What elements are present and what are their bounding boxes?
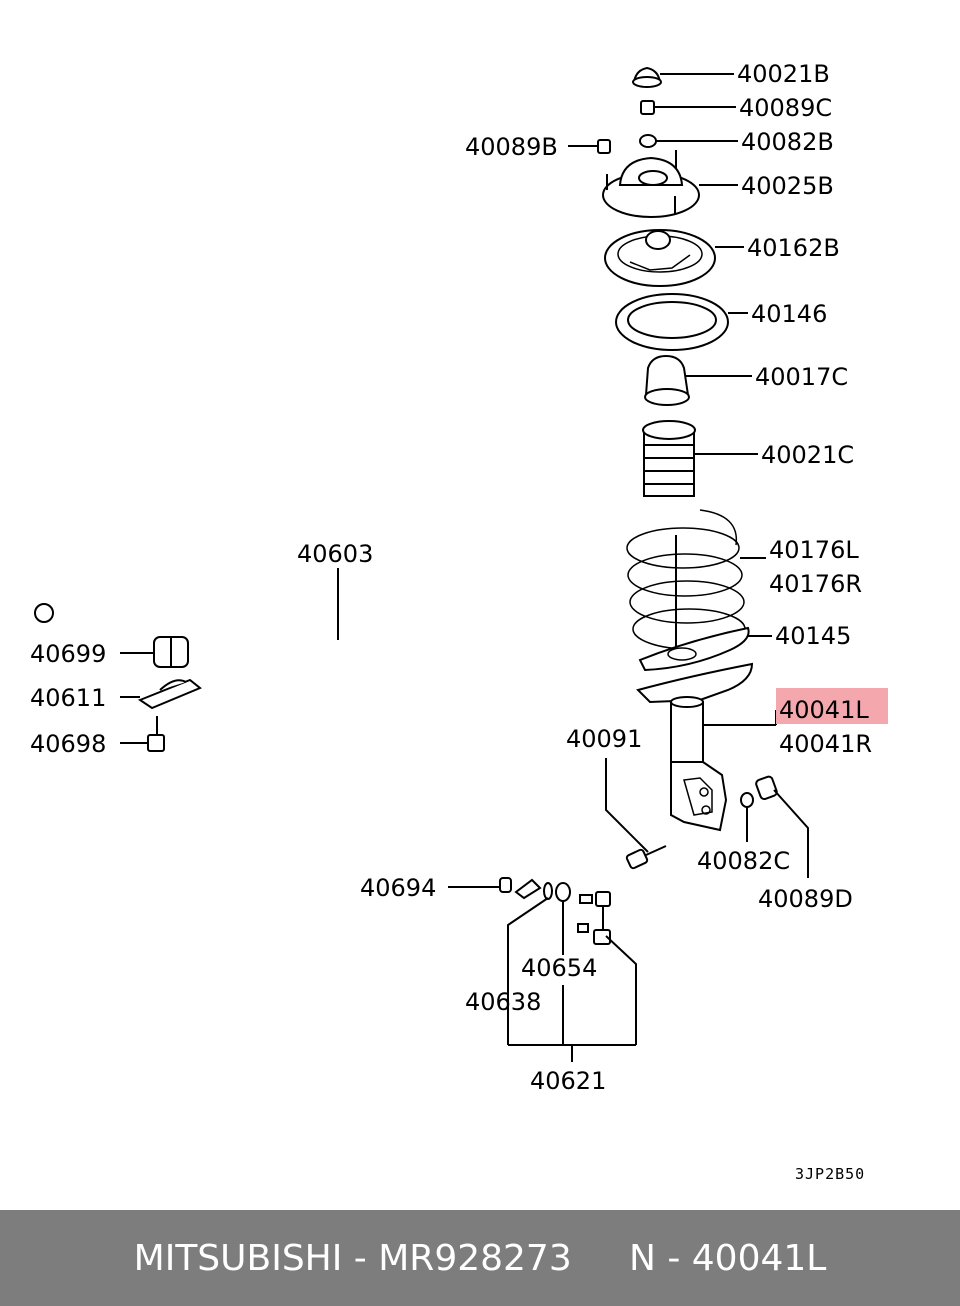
bracket-part: [137, 678, 202, 710]
label-40654: 40654: [521, 954, 597, 982]
label-40025B: 40025B: [741, 172, 834, 200]
footer-part-info: MITSUBISHI - MR928273 N - 40041L: [133, 1237, 827, 1279]
washer-part: [740, 792, 754, 808]
label-40021C: 40021C: [761, 441, 854, 469]
label-40041L: 40041L: [779, 696, 869, 724]
label-40021B: 40021B: [737, 60, 830, 88]
dust-boot-part: [642, 420, 696, 497]
label-40698: 40698: [30, 730, 106, 758]
bearing-ring-part: [615, 293, 729, 351]
strut-assembly-part: [636, 662, 754, 832]
highlight-box: [776, 688, 888, 724]
washer-part: [639, 134, 657, 148]
label-40017C: 40017C: [755, 363, 848, 391]
label-40699: 40699: [30, 640, 106, 668]
bushing-part: [153, 636, 189, 668]
label-40082B: 40082B: [741, 128, 834, 156]
label-40162B: 40162B: [747, 234, 840, 262]
label-40638: 40638: [465, 988, 541, 1016]
label-40041R: 40041R: [779, 730, 872, 758]
footer-bar: MITSUBISHI - MR928273 N - 40041L: [0, 1210, 960, 1306]
nut-part: [640, 100, 655, 115]
label-40694: 40694: [360, 874, 436, 902]
bolt-part: [147, 716, 165, 752]
label-40611: 40611: [30, 684, 106, 712]
bolt-part: [625, 845, 667, 870]
label-40089C: 40089C: [739, 94, 832, 122]
label-40176R: 40176R: [769, 570, 862, 598]
coil-spring-part: [626, 509, 746, 650]
lower-spring-seat-part: [638, 626, 750, 672]
nut-part: [597, 139, 611, 154]
label-40091: 40091: [566, 725, 642, 753]
stabilizer-bar-part: [34, 551, 539, 891]
stopper-part: [499, 877, 512, 893]
parts-diagram: 40021B 40089C 40082B 40089B 40025B 40162…: [30, 60, 888, 1183]
label-40145: 40145: [775, 622, 851, 650]
label-40089B: 40089B: [465, 133, 558, 161]
drawing-code: 3JP2B50: [795, 1165, 865, 1183]
bump-stop-part: [644, 354, 690, 406]
label-40089D: 40089D: [758, 885, 853, 913]
dust-cap-part: [632, 66, 662, 88]
spring-seat-part: [604, 229, 716, 287]
label-40176L: 40176L: [769, 536, 859, 564]
label-40146: 40146: [751, 300, 827, 328]
label-40603: 40603: [297, 540, 373, 568]
strut-mount-part: [602, 150, 700, 218]
stabilizer-link-part: [514, 878, 611, 945]
label-40082C: 40082C: [697, 847, 790, 875]
label-40621: 40621: [530, 1067, 606, 1095]
nut-part: [755, 775, 778, 801]
